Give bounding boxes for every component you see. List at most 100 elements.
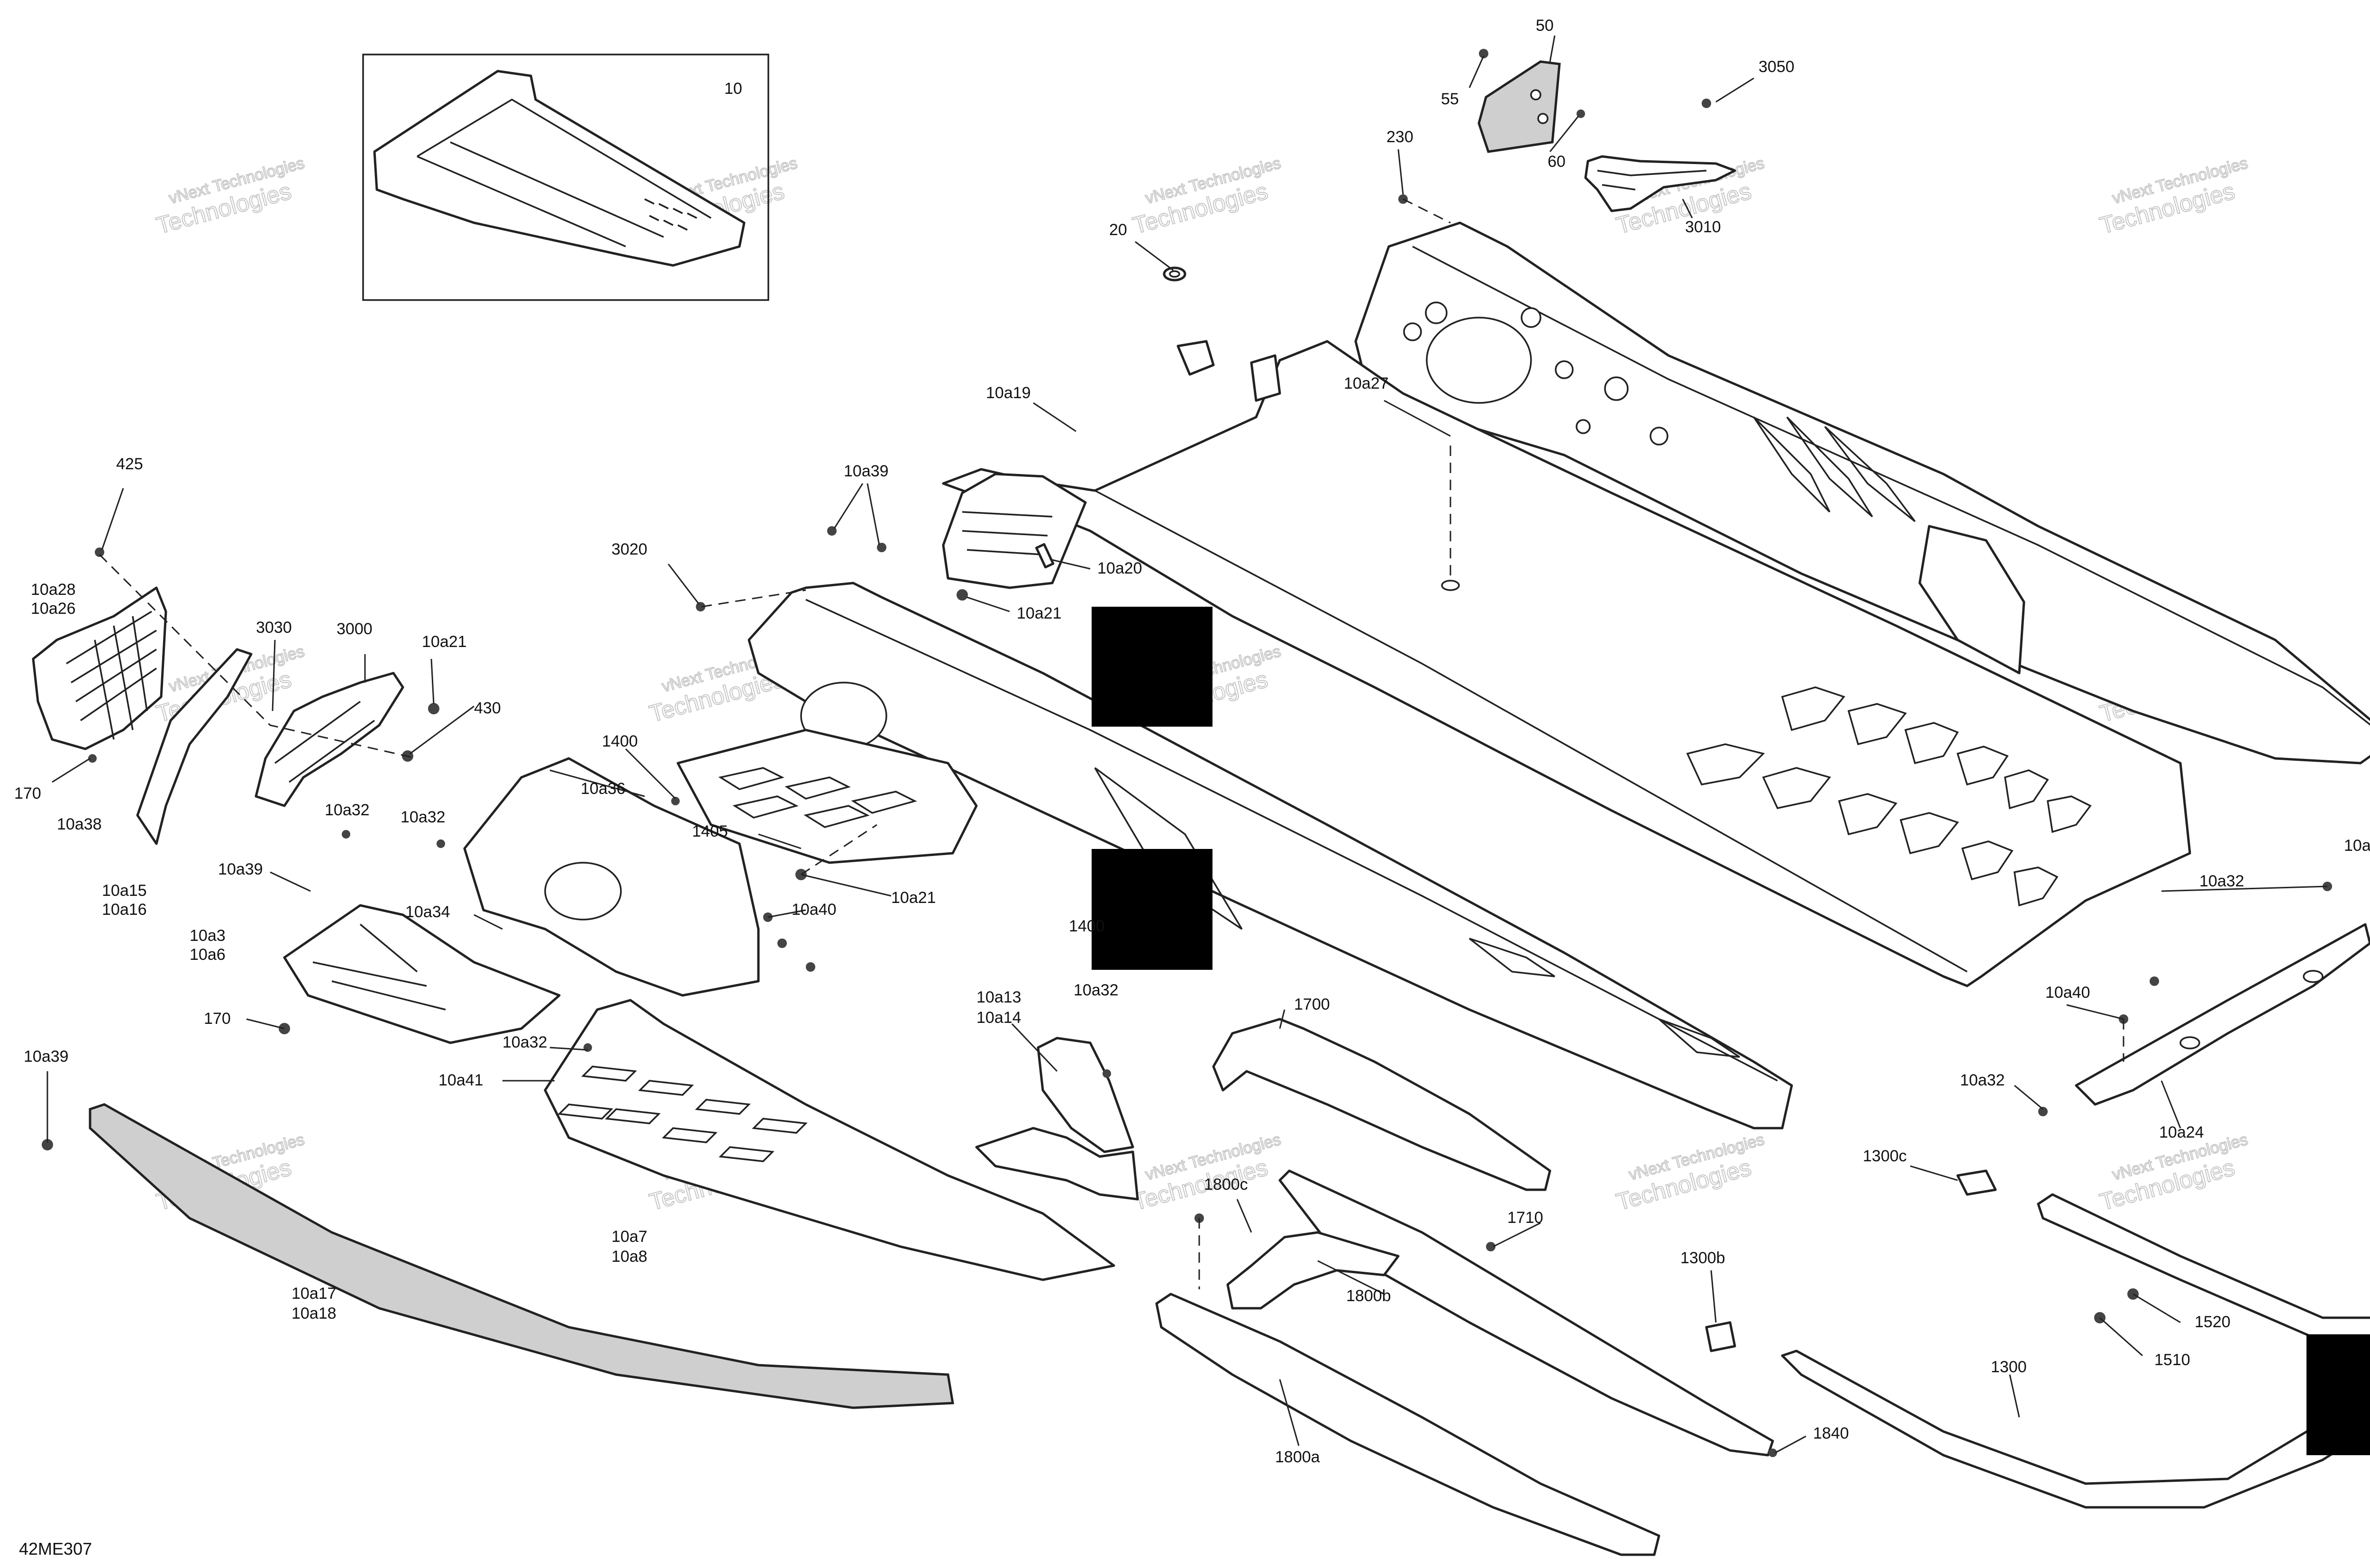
fastener — [696, 602, 705, 611]
callout-label: 10a21 — [422, 633, 467, 651]
callout-label: 10a40 — [2045, 984, 2090, 1002]
leader — [667, 564, 700, 605]
leader — [270, 871, 311, 892]
callout-label: 10a26 — [31, 600, 76, 618]
callout-label: 10a39 — [24, 1048, 69, 1066]
bracket-10a13-upright — [1037, 1037, 1134, 1153]
part-10a7-lower-panel — [544, 999, 1115, 1281]
plate-1400-slots — [718, 767, 917, 828]
left-tunnel-ridge — [805, 599, 1778, 1082]
callout-label: 10a36 — [581, 780, 626, 798]
part-1520-arm — [2037, 1193, 2370, 1343]
block-1300b — [1705, 1321, 1736, 1352]
left-tunnel-window — [1094, 767, 1243, 930]
leader — [1397, 149, 1404, 195]
leader — [410, 705, 474, 755]
callout-label: 10a21 — [1017, 604, 1062, 622]
fastener — [342, 830, 350, 839]
callout-label: 170 — [14, 784, 41, 802]
leader — [1279, 1379, 1300, 1446]
part-3010-bracket — [1584, 155, 1736, 212]
tunnel-cooler-cutouts — [1686, 686, 2092, 907]
leader — [1715, 77, 1754, 103]
leader — [2066, 1004, 2124, 1020]
callout-label: 10a13 — [976, 988, 1021, 1006]
leader — [758, 833, 802, 849]
bracket-3000 — [255, 672, 404, 807]
leader — [966, 596, 1010, 612]
panel-hole — [1576, 419, 1591, 434]
callout-label: 10a28 — [31, 581, 76, 599]
leader — [1493, 1222, 1541, 1248]
fastener — [1479, 49, 1488, 58]
fastener — [806, 962, 815, 972]
redactions — [1092, 607, 2370, 1455]
bracket-10a13 — [975, 1127, 1139, 1201]
part-3000-bracket — [255, 672, 404, 807]
leader — [2099, 1317, 2143, 1357]
callout-label: 1800a — [1275, 1448, 1320, 1466]
cap-20-inner — [1169, 270, 1180, 278]
callout-label: 1710 — [1507, 1209, 1543, 1227]
callout-label: 10a20 — [1097, 559, 1142, 577]
part-1300-rail — [1781, 1349, 2370, 1509]
callout-label: 10a32 — [401, 808, 446, 826]
callout-label: 10a39 — [218, 860, 263, 878]
panel-hole — [1650, 427, 1668, 446]
crossbar-hole — [2179, 1036, 2200, 1049]
leader — [1049, 558, 1091, 570]
arm-10a15 — [136, 648, 253, 845]
part-50-plate — [1477, 60, 1561, 153]
left-tunnel-side-panel — [747, 582, 1793, 1130]
fastener — [437, 839, 445, 848]
leader — [1317, 1260, 1385, 1295]
fastener — [957, 589, 968, 601]
leader — [1468, 55, 1485, 88]
leader — [549, 769, 645, 797]
arm-1520 — [2037, 1193, 2370, 1343]
leader — [430, 658, 435, 704]
leader — [1011, 1023, 1058, 1072]
callout-label: 10a6 — [190, 946, 226, 964]
callout-label: 10a32 — [325, 801, 370, 819]
right-side-panel-ridge — [1412, 246, 2370, 726]
inset-chassis-tunnel — [417, 98, 711, 247]
leader-lines — [46, 35, 2328, 1454]
leader — [1236, 1199, 1252, 1233]
leader — [1549, 35, 1556, 62]
callout-label: 10 — [724, 80, 742, 98]
leader — [767, 909, 806, 918]
drawing-code-label: 42ME307 — [19, 1539, 92, 1559]
part-10a15-arm — [136, 648, 253, 845]
tunnel-top-sheet — [942, 340, 2191, 987]
tunnel-front-wall — [942, 473, 1087, 589]
part-1400-plate — [676, 729, 978, 864]
callout-label: 1800b — [1346, 1287, 1391, 1305]
callout-label: 3030 — [256, 619, 292, 637]
hole-10a27-seat — [1441, 580, 1460, 591]
callout-label: 425 — [116, 455, 143, 473]
callout-label: 10a38 — [57, 815, 102, 833]
callout-label: 170 — [204, 1010, 231, 1028]
part-1300-blocks — [1705, 1169, 1997, 1352]
callout-label: 10a18 — [292, 1304, 337, 1322]
part-10a24-crossbar — [2075, 923, 2370, 1106]
callout-label: 10a40 — [2344, 837, 2370, 855]
post-20-tube — [1176, 340, 1215, 376]
fastener — [42, 1139, 53, 1150]
callout-label: 10a19 — [986, 384, 1031, 402]
callout-label: 10a17 — [292, 1285, 337, 1303]
panel-hole — [1604, 376, 1629, 401]
lower-panel-10a7-slots — [557, 1066, 808, 1162]
watermark: vNext Technologies Technologies — [1130, 154, 1283, 239]
watermark: vNext Technologies Technologies — [2097, 154, 2250, 239]
panel-hole — [1555, 360, 1574, 379]
panel-hole — [1425, 301, 1448, 324]
leader — [1033, 402, 1076, 432]
callout-label: 20 — [1109, 221, 1127, 239]
callout-label: 60 — [1548, 153, 1566, 171]
leader — [833, 483, 880, 546]
callout-label: 230 — [1386, 128, 1413, 146]
leader — [625, 748, 676, 800]
